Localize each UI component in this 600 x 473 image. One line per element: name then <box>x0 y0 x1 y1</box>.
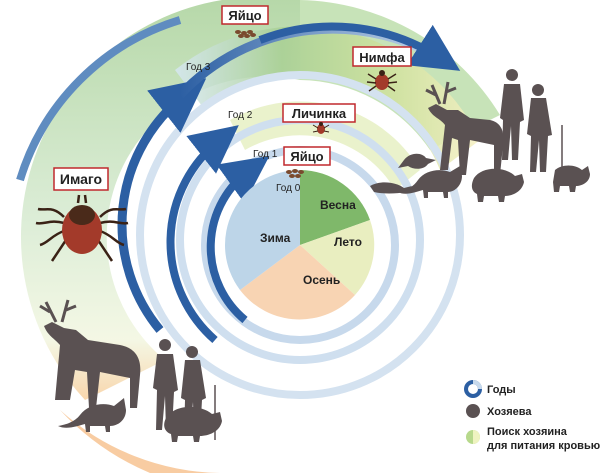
hosts-top-right <box>370 69 590 202</box>
egg-cluster-icon <box>235 30 256 38</box>
year2-arrow <box>117 78 207 333</box>
season-winter-label: Зима <box>260 231 291 245</box>
adult-label: Имаго <box>60 171 102 187</box>
lizard-icon <box>370 182 412 194</box>
egg-inner-label: Яйцо <box>290 149 323 164</box>
legend-feeding-label-2: для питания кровью <box>487 440 600 452</box>
year3-arrow <box>258 22 461 71</box>
year2-label: Год 2 <box>228 110 253 121</box>
deer-icon <box>39 299 141 408</box>
year-arcs <box>16 16 464 399</box>
egg-top-label: Яйцо <box>228 8 261 23</box>
raccoon-icon <box>471 168 524 202</box>
year0-label: Год 0 <box>276 183 301 194</box>
egg-cluster-icon <box>286 169 304 178</box>
person-icon <box>527 84 563 180</box>
nymph-label: Нимфа <box>359 50 405 65</box>
hosts-bottom-left <box>39 299 222 442</box>
outer-band-left <box>20 0 300 400</box>
outer-band-bottom <box>60 410 220 473</box>
egg-inner-box <box>283 146 331 166</box>
tick-nymph-icon <box>366 70 398 92</box>
outer-arc <box>16 16 182 182</box>
year-labels: Год 3 Год 2 Год 1 Год 0 <box>186 62 301 194</box>
tick-larva-icon <box>312 122 330 134</box>
seasons-pie: Весна Лето Осень Зима <box>224 170 375 320</box>
larva-box <box>282 103 356 123</box>
legend-feeding-label-1: Поиск хозяина <box>487 426 568 438</box>
season-spring-label: Весна <box>320 198 356 212</box>
year1-arrow <box>166 125 239 344</box>
raccoon-icon <box>164 406 222 442</box>
dog-icon <box>553 165 590 192</box>
deer-icon <box>425 81 504 175</box>
year2-ring <box>136 71 464 399</box>
person-icon <box>153 339 178 430</box>
stage-labels: Яйцо Нимфа Личинка Яйцо Имаго <box>53 5 412 191</box>
larva-label: Личинка <box>292 106 347 121</box>
year0-arrow <box>206 155 270 324</box>
person-icon <box>500 69 524 160</box>
fox-icon <box>398 166 462 198</box>
legend-hosts-label: Хозяева <box>487 406 532 418</box>
adult-box <box>53 167 109 191</box>
year3-label: Год 3 <box>186 62 211 73</box>
egg-top-box <box>221 5 269 25</box>
year1-label: Год 1 <box>253 149 278 160</box>
legend-hosts-swatch <box>466 404 480 418</box>
legend-years-label: Годы <box>487 384 516 396</box>
season-autumn-label: Осень <box>303 273 340 287</box>
nymph-box <box>352 46 412 67</box>
tick-adult-icon <box>35 194 129 262</box>
bird-icon <box>398 153 436 169</box>
season-summer-label: Лето <box>334 235 362 249</box>
legend: Годы Хозяева Поиск хозяина для питания к… <box>464 380 600 452</box>
season-winter-slice <box>224 170 300 290</box>
fox-icon <box>58 398 126 432</box>
season-summer-slice <box>300 220 375 295</box>
season-autumn-slice <box>240 245 355 320</box>
